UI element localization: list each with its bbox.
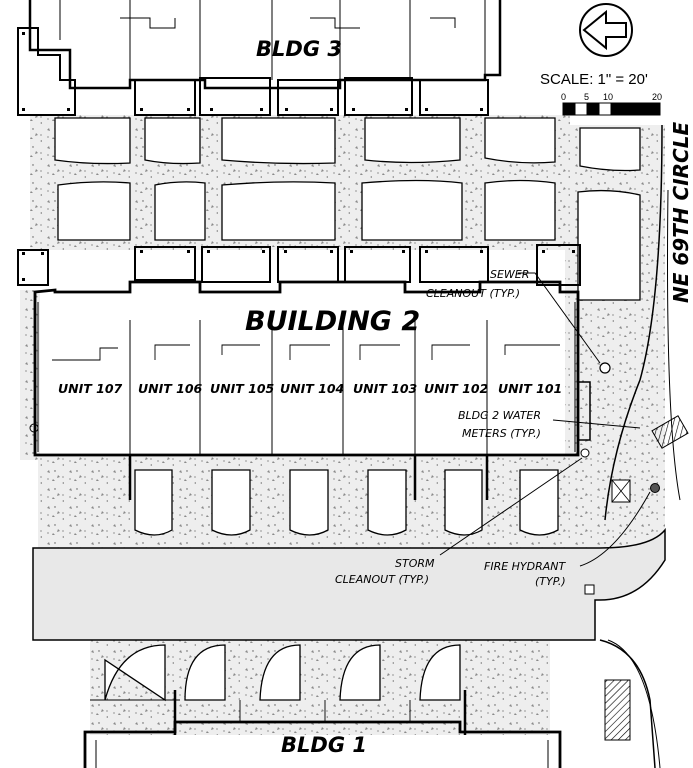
hydrant-callout-line1: FIRE HYDRANT	[484, 560, 567, 573]
scale-tick-20: 20	[652, 92, 662, 102]
bldg1-footprint	[83, 690, 562, 768]
scale-bar	[562, 102, 661, 116]
water-callout-line1: BLDG 2 WATER	[458, 409, 541, 422]
sewer-callout-line1: SEWER	[490, 268, 529, 281]
unit-label: UNIT 104	[280, 381, 344, 396]
unit-label: UNIT 103	[353, 381, 417, 396]
street-label: NE 69TH CIRCLE	[669, 122, 693, 303]
storm-callout-line1: STORM	[395, 557, 435, 570]
building2-label: BUILDING 2	[245, 306, 420, 337]
water-callout-line2: METERS (TYP.)	[462, 427, 541, 440]
sewer-callout-line2: CLEANOUT (TYP.)	[426, 287, 520, 300]
utility-symbols	[580, 362, 689, 741]
unit-label: UNIT 105	[210, 381, 275, 396]
scale-tick-5: 5	[584, 92, 589, 102]
scale-tick-0: 0	[561, 92, 566, 102]
bldg3-footprint	[17, 0, 502, 116]
bldg3-label: BLDG 3	[256, 37, 342, 61]
drive-aisle	[32, 527, 666, 641]
building2-footprint	[17, 244, 591, 500]
unit-label: UNIT 106	[138, 381, 203, 396]
street-curb	[599, 124, 681, 768]
scale-label: SCALE: 1" = 20'	[540, 71, 648, 88]
courtyard-pads	[54, 117, 641, 702]
storm-callout-line2: CLEANOUT (TYP.)	[335, 573, 429, 586]
north-arrow-icon	[579, 3, 633, 57]
bldg1-label: BLDG 1	[281, 733, 367, 757]
scale-tick-10: 10	[603, 92, 613, 102]
column-markers	[22, 32, 575, 281]
leader-lines	[439, 272, 651, 567]
hydrant-callout-line2: (TYP.)	[535, 575, 566, 588]
unit-label: UNIT 102	[424, 381, 488, 396]
unit-label: UNIT 107	[58, 381, 123, 396]
labels: BLDG 3 BUILDING 2 BLDG 1 NE 69TH CIRCLE …	[58, 37, 693, 757]
unit-label: UNIT 101	[498, 381, 562, 396]
